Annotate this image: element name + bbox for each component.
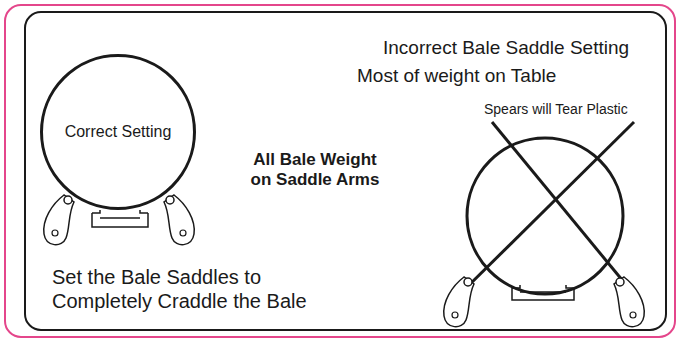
warning-note: Spears will Tear Plastic <box>484 101 628 118</box>
saddle-arm <box>444 277 474 327</box>
bale-circle <box>467 138 623 294</box>
pivot <box>166 196 174 204</box>
cross-line <box>460 122 634 294</box>
pivot <box>616 278 624 286</box>
saddle-arm-body <box>164 195 194 245</box>
pivot <box>452 312 458 318</box>
inner-frame <box>25 12 666 330</box>
bale-circle: Correct Setting <box>40 54 196 210</box>
saddle-arm <box>614 277 644 327</box>
saddle-arm <box>44 195 74 245</box>
pivot <box>630 312 636 318</box>
cross-line <box>492 122 632 292</box>
center-note: All Bale Weight on Saddle Arms <box>244 150 386 191</box>
outer-frame <box>5 5 675 337</box>
saddle-arm-body <box>614 277 644 327</box>
saddle-arm <box>164 195 194 245</box>
pivot <box>180 230 186 236</box>
note: Most of weight on Table <box>357 65 556 88</box>
bale-table <box>512 285 574 300</box>
note: Incorrect Bale Saddle Setting <box>383 37 629 60</box>
bale-table <box>92 210 148 227</box>
saddle-arm-body <box>444 277 474 327</box>
pivot <box>464 278 472 286</box>
node-label: Correct Setting <box>65 123 172 141</box>
pivot <box>64 196 72 204</box>
saddle-arm-body <box>44 195 74 245</box>
note: Set the Bale Saddles to Completely Cradd… <box>52 265 324 313</box>
bale-outline-circle <box>42 56 195 209</box>
pivot <box>52 230 58 236</box>
